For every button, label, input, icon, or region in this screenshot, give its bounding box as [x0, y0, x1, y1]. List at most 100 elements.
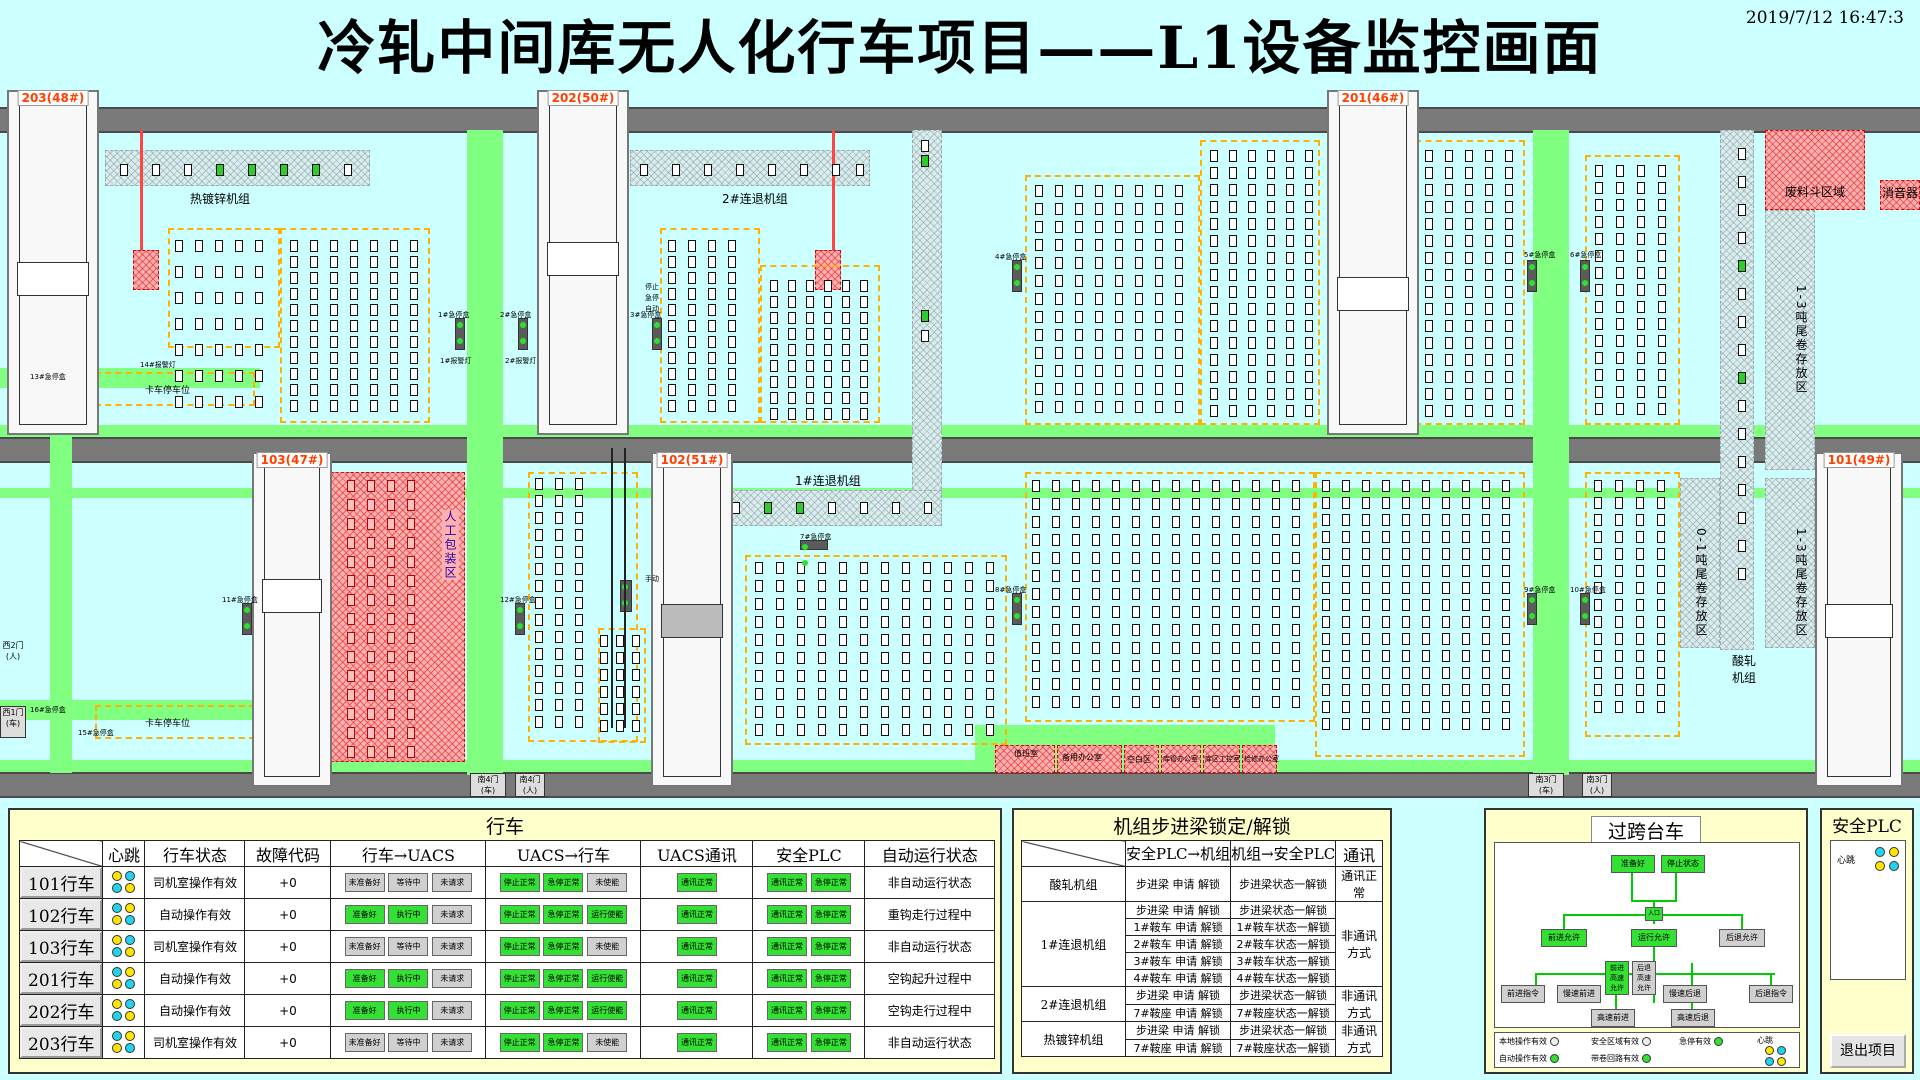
node-fast-fwd: 高速前进: [1591, 1009, 1635, 1027]
crane-101[interactable]: 101(49#): [1815, 452, 1903, 787]
coil-slot: [215, 370, 223, 382]
coil-slot: [708, 256, 716, 268]
coil-slot: [1636, 633, 1644, 645]
coil-slot: [806, 312, 814, 324]
coil-slot: [235, 292, 243, 304]
coil-slot: [1445, 303, 1453, 315]
crane-202[interactable]: 202(50#): [537, 90, 629, 435]
coil-slot: [1595, 182, 1603, 194]
coil-slot: [881, 724, 889, 736]
coil-slot: [347, 651, 355, 663]
coil-slot: [770, 392, 778, 404]
coil-slot: [902, 616, 910, 628]
heartbeat-indicator: [111, 1030, 137, 1055]
crane-select-button[interactable]: 101行车: [20, 867, 103, 898]
crane-select-button[interactable]: 202行车: [20, 995, 103, 1026]
coil-slot: [1465, 201, 1473, 213]
estop-5-label: 5#急停盒: [1524, 251, 1556, 259]
coil-slot: [1055, 257, 1063, 269]
crane-103[interactable]: 103(47#): [252, 452, 332, 787]
coil-slot: [1272, 606, 1280, 618]
south3-person-door[interactable]: 南3门(人): [1582, 773, 1612, 797]
coil-slot: [1657, 616, 1665, 628]
safety-plc-cell: 通讯正常 急停正常: [752, 898, 866, 931]
coil-slot: [1115, 203, 1123, 215]
south4-person-door[interactable]: 南4门(人): [515, 773, 545, 797]
status-chip: 未使能: [587, 873, 628, 892]
crane-select-button[interactable]: 103行车: [20, 931, 103, 962]
coil-slot: [1172, 498, 1180, 510]
coil-slot: [535, 699, 543, 711]
coil-slot: [881, 616, 889, 628]
crane-201[interactable]: 201(46#): [1327, 90, 1419, 435]
uacs-comm-cell: 通讯正常: [640, 898, 754, 931]
coil-slot: [708, 368, 716, 380]
coil-slot: [842, 280, 850, 292]
coil-slot: [535, 631, 543, 643]
crane-select-button[interactable]: 102行车: [20, 899, 103, 930]
coil-slot: [1485, 167, 1493, 179]
node-slow-back: 慢速后退: [1663, 985, 1707, 1003]
estop-13-label: 13#急停盒: [30, 373, 66, 381]
coil-slot: [1485, 405, 1493, 417]
coil-slot: [860, 562, 868, 574]
coil-slot: [1322, 582, 1330, 594]
crane-select-button[interactable]: 201行车: [20, 963, 103, 994]
coil-slot: [668, 368, 676, 380]
west2-door[interactable]: 西2门(人): [2, 641, 24, 661]
coil-slot: [1658, 199, 1666, 211]
coil-slot: [1035, 203, 1043, 215]
beam-comm-cell: 非通讯方式: [1335, 986, 1383, 1022]
south4-car-door[interactable]: 南4门(车): [470, 773, 506, 797]
coil-slot: [1135, 257, 1143, 269]
coil-slot: [1035, 185, 1043, 197]
coil-slot: [797, 598, 805, 610]
coil-slot: [407, 613, 415, 625]
fault-code-cell: +0: [244, 866, 332, 899]
coil-slot: [824, 328, 832, 340]
crane-102[interactable]: 102(51#): [651, 452, 733, 787]
coil-slot: [1505, 184, 1513, 196]
node-fwd-allow: 前进允许: [1541, 929, 1587, 947]
coil-slot: [1095, 365, 1103, 377]
coil-slot: [1445, 354, 1453, 366]
coil-slot: [1502, 650, 1510, 662]
crane-select-button[interactable]: 203行车: [20, 1027, 103, 1058]
coil-slot: [1465, 218, 1473, 230]
node-fast-back: 高速后退: [1671, 1009, 1715, 1027]
status-chip: 准备好: [344, 969, 385, 988]
coil-slot: [1286, 150, 1294, 162]
coil-slot: [708, 240, 716, 252]
coil-slot: [688, 400, 696, 412]
coil-slot: [1485, 184, 1493, 196]
coil-slot: [1075, 221, 1083, 233]
west1-door[interactable]: 西1门(车): [0, 706, 26, 738]
coil-slot: [1210, 388, 1218, 400]
coil-slot: [1248, 405, 1256, 417]
coil-slot: [1616, 182, 1624, 194]
coil-slot: [575, 580, 583, 592]
crane-203[interactable]: 203(48#): [7, 90, 99, 435]
exit-project-button[interactable]: 退出项目: [1830, 1034, 1906, 1068]
coil-slot: [1382, 684, 1390, 696]
coil-slot: [1615, 531, 1623, 543]
coil-slot: [1172, 696, 1180, 708]
coil-slot: [1422, 718, 1430, 730]
coil-slot: [860, 392, 868, 404]
south3-car-door[interactable]: 南3门(车): [1528, 773, 1564, 797]
coil-slot: [842, 360, 850, 372]
waste-area-label: 废料斗区域: [1785, 185, 1846, 199]
coil-slot: [195, 344, 203, 356]
coil-slot: [1658, 284, 1666, 296]
coil-slot: [1382, 633, 1390, 645]
status-chip: 执行中: [388, 1001, 429, 1020]
coil-slot: [1594, 548, 1602, 560]
coil-slot: [255, 240, 263, 252]
coil-slot: [367, 727, 375, 739]
safety-plc-cell: 通讯正常 急停正常: [752, 930, 866, 963]
coil-slot: [535, 648, 543, 660]
coil-slot: [1052, 678, 1060, 690]
coil-slot: [1442, 582, 1450, 594]
coil-slot: [1272, 678, 1280, 690]
coil-slot: [1616, 301, 1624, 313]
